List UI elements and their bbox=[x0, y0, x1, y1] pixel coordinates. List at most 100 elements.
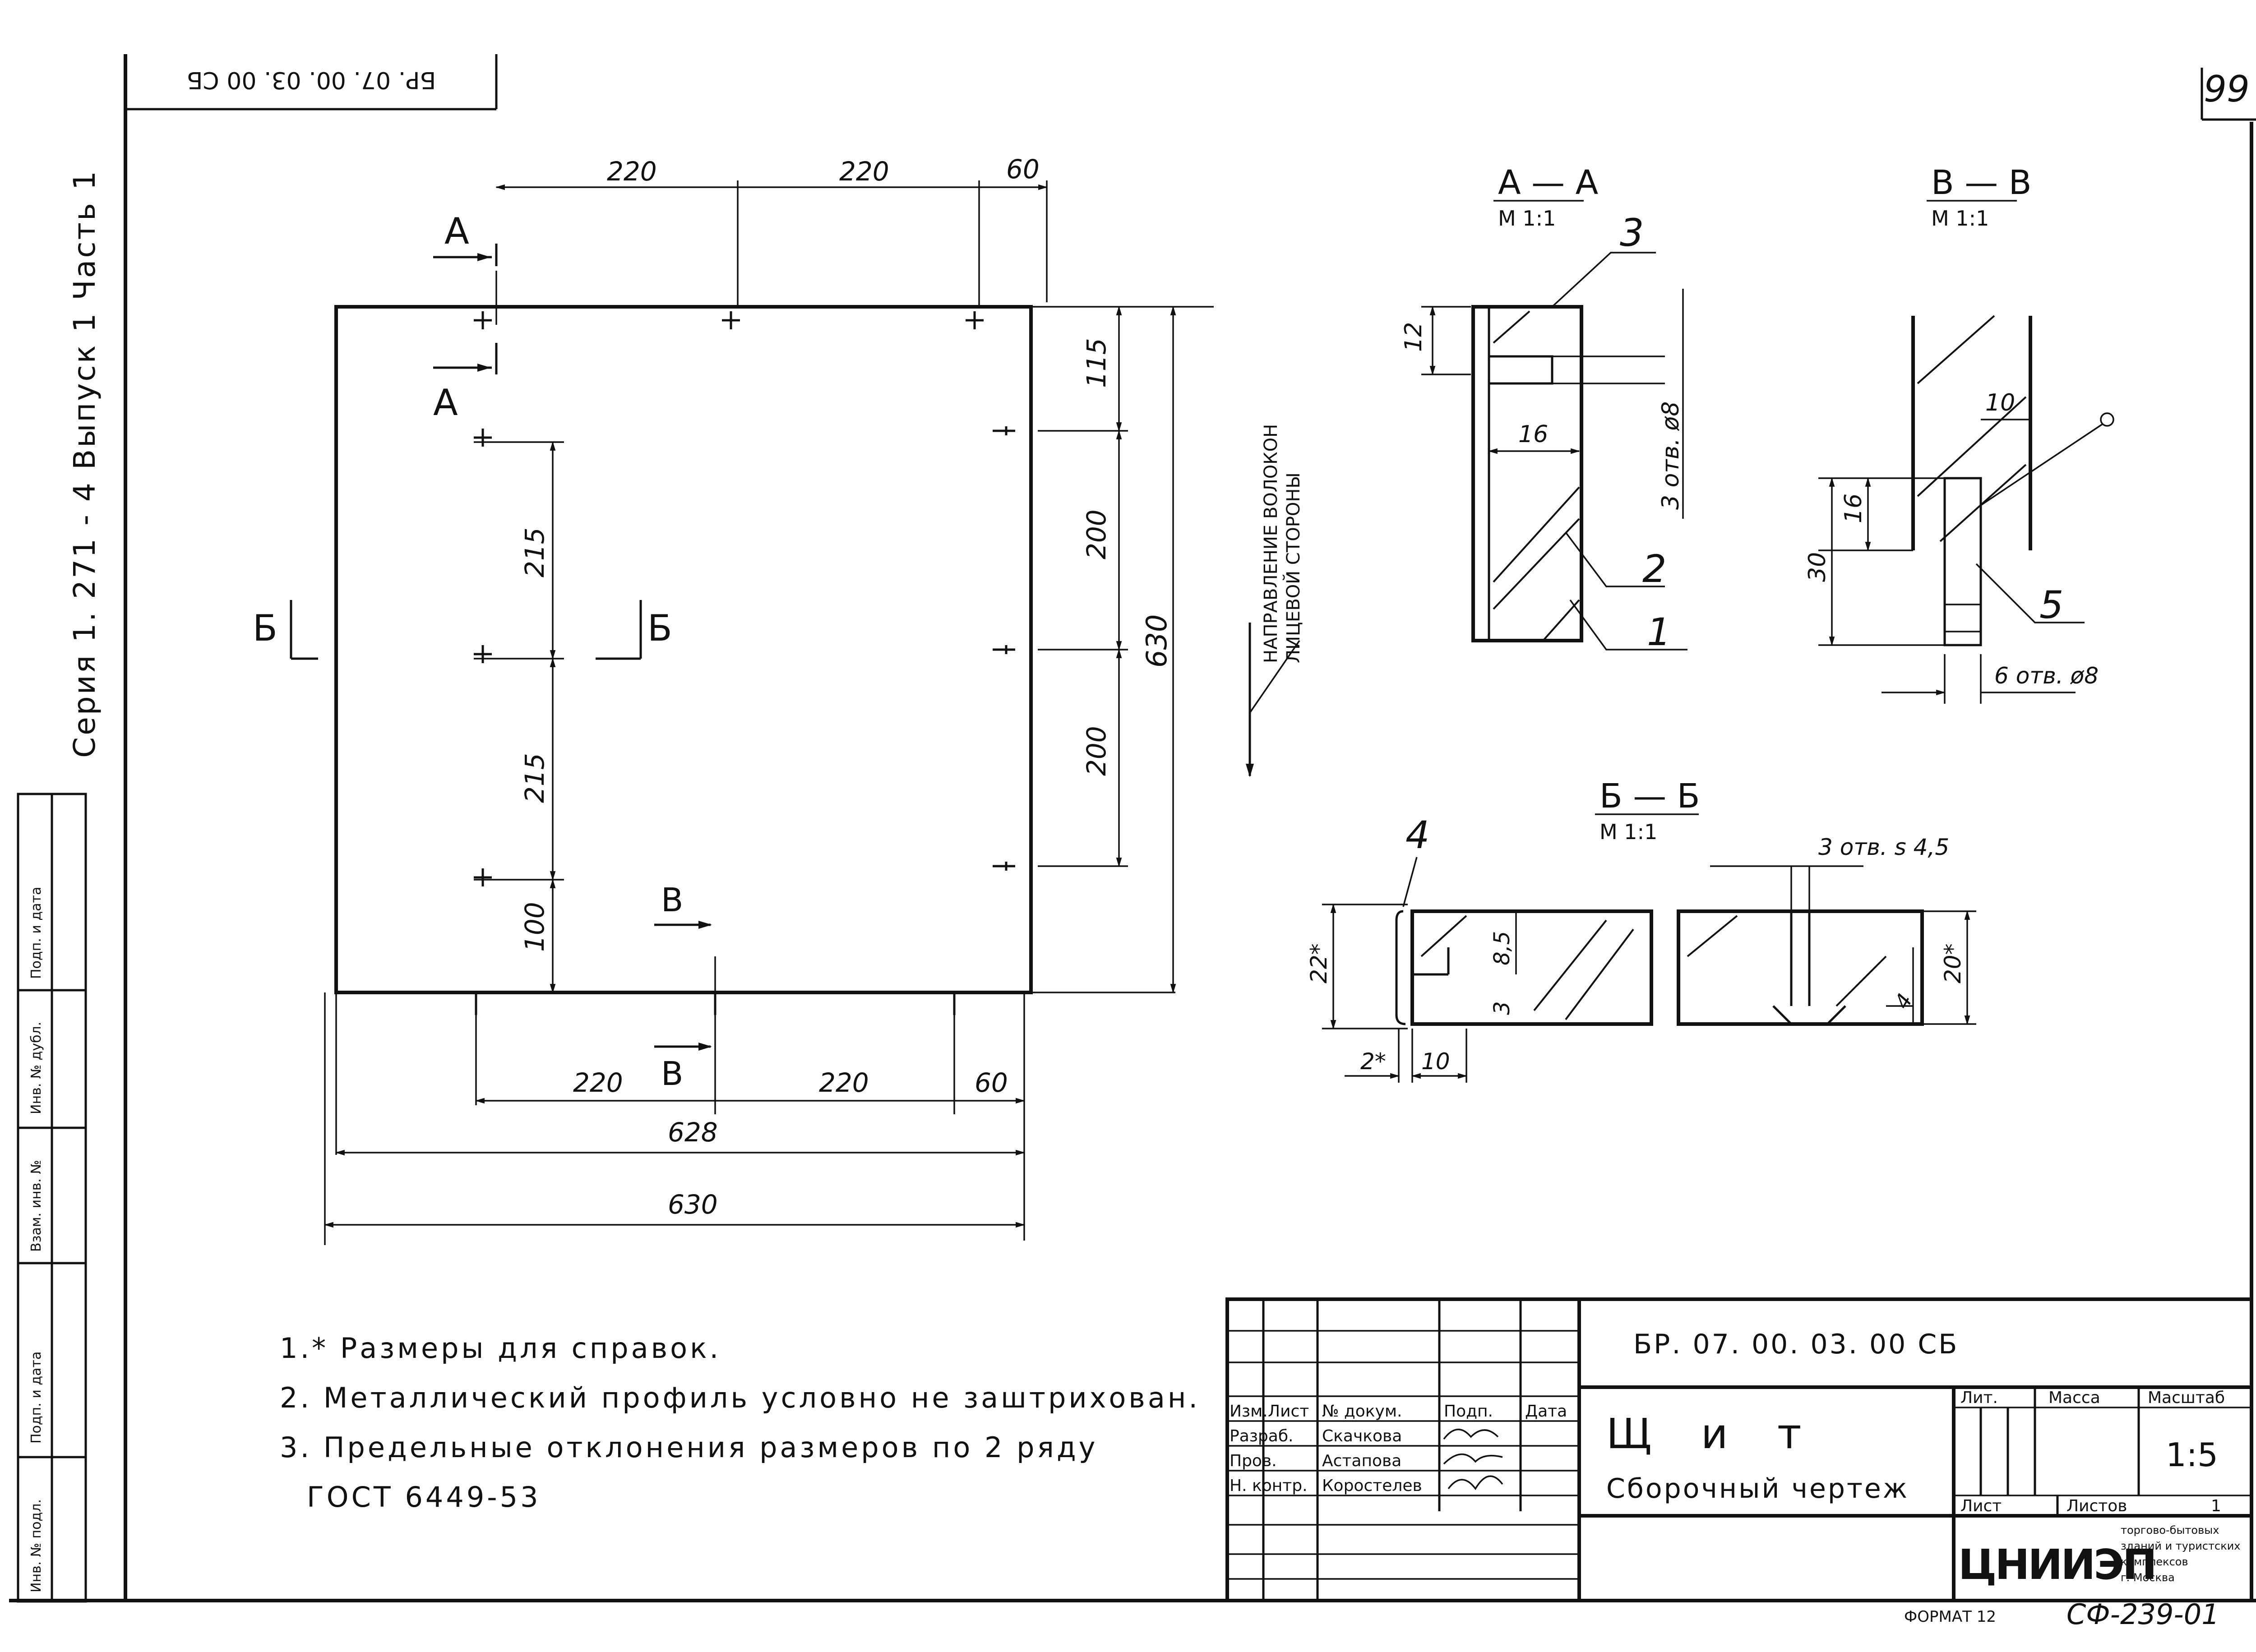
aa-dim-3: 3 отв. ø8 bbox=[1657, 401, 1684, 510]
bb-dim-2: 8,5 bbox=[1489, 931, 1515, 965]
signatures bbox=[1443, 1429, 1503, 1490]
grain-label-1: НАПРАВЛЕНИЕ ВОЛОКОН bbox=[1261, 424, 1281, 663]
bb-dim-1: 22* bbox=[1306, 943, 1332, 983]
tb-sheets-value: 1 bbox=[2211, 1497, 2221, 1515]
vv-dim-4: 6 отв. ø8 bbox=[1994, 663, 2099, 689]
tb-header-4: Подп. bbox=[1444, 1402, 1493, 1421]
vv-dim-2: 16 bbox=[1840, 494, 1867, 523]
section-aa-title: А — А bbox=[1498, 163, 1599, 202]
dim-bottom-3: 60 bbox=[975, 1067, 1008, 1098]
dim-left-3: 100 bbox=[519, 902, 550, 952]
tb-sheet-label: Лист bbox=[1960, 1497, 2002, 1515]
section-mark-a-top: А bbox=[444, 210, 469, 252]
dim-top-3: 60 bbox=[1006, 154, 1040, 185]
series-label: Серия 1. 271 - 4 Выпуск 1 Часть 1 bbox=[67, 169, 102, 758]
section-aa-scale: М 1:1 bbox=[1498, 206, 1556, 231]
section-mark-v-bottom: В bbox=[661, 1055, 683, 1093]
dim-right-2: 200 bbox=[1081, 509, 1112, 559]
dim-bottom-2: 220 bbox=[819, 1067, 869, 1098]
note-2: 2. Металлический профиль условно не зашт… bbox=[280, 1381, 1200, 1414]
bb-dim-5: 10 bbox=[1421, 1048, 1450, 1075]
title-block: Изм. Лист № докум. Подп. Дата Разраб. Ск… bbox=[1225, 1297, 2253, 1602]
tb-name-3: Коростелев bbox=[1322, 1477, 1422, 1495]
side-cell-1: Подп. и дата bbox=[28, 887, 44, 979]
dim-right-1: 115 bbox=[1081, 338, 1112, 388]
vv-dim-1: 10 bbox=[1985, 389, 2015, 416]
dim-bottom-5: 630 bbox=[668, 1189, 718, 1220]
tb-header-1: Изм. bbox=[1230, 1402, 1268, 1421]
tb-org-line-4: г. Москва bbox=[2121, 1571, 2175, 1584]
side-cell-5: Инв. № подл. bbox=[28, 1499, 44, 1592]
dim-top-2: 220 bbox=[839, 156, 889, 187]
bb-dim-4: 2* bbox=[1360, 1048, 1386, 1075]
shield-outline bbox=[334, 305, 1033, 994]
dim-bottom-1: 220 bbox=[573, 1067, 623, 1098]
bb-dim-7: 20* bbox=[1940, 943, 1966, 983]
tb-name-2: Астапова bbox=[1322, 1452, 1401, 1470]
tb-org-line-3: комплексов bbox=[2121, 1555, 2188, 1568]
note-3: 3. Предельные отклонения размеров по 2 р… bbox=[280, 1431, 1098, 1464]
side-stamp: Подп. и дата Инв. № дубл. Взам. инв. № П… bbox=[17, 793, 87, 1603]
tb-org-line-2: зданий и туристских bbox=[2121, 1540, 2241, 1552]
section-aa: А — А М 1:1 12 16 3 отв. ø8 3 2 1 bbox=[1400, 163, 1687, 654]
aa-callout-1: 1 bbox=[1647, 610, 1671, 654]
side-cell-2: Инв. № дубл. bbox=[28, 1022, 44, 1114]
tb-doc-type: Сборочный чертеж bbox=[1606, 1473, 1909, 1504]
tb-org-logo: ЦНИИЭП bbox=[1958, 1541, 2155, 1589]
tb-role-1: Разраб. bbox=[1230, 1427, 1293, 1445]
section-mark-a-bottom: А bbox=[433, 382, 458, 424]
section-vv-title: В — В bbox=[1931, 163, 2032, 202]
page-number: 99 bbox=[2204, 68, 2250, 110]
tb-org-line-1: торгово-бытовых bbox=[2121, 1524, 2219, 1537]
top-stamp: БР. 07. 00. 03. 00 СБ bbox=[187, 66, 436, 93]
bb-callout-4: 4 bbox=[1405, 813, 1429, 857]
aa-callout-2: 2 bbox=[1642, 547, 1666, 591]
bb-dim-3: 3 bbox=[1489, 1001, 1515, 1015]
dim-left-1: 215 bbox=[519, 527, 550, 577]
section-bb-title: Б — Б bbox=[1600, 777, 1700, 816]
section-mark-b-left: Б bbox=[253, 607, 277, 649]
dim-left-2: 215 bbox=[519, 753, 550, 803]
dim-top-1: 220 bbox=[607, 156, 657, 187]
tb-scale-value: 1:5 bbox=[2166, 1436, 2218, 1474]
tb-header-2: Лист bbox=[1268, 1402, 1309, 1421]
tb-scale-label: Масштаб bbox=[2148, 1389, 2225, 1407]
series-label-group: Серия 1. 271 - 4 Выпуск 1 Часть 1 bbox=[67, 169, 102, 758]
tb-item-name: Щ и т bbox=[1606, 1410, 1820, 1458]
dim-bottom-4: 628 bbox=[668, 1117, 718, 1148]
section-vv-scale: М 1:1 bbox=[1931, 206, 1989, 231]
main-view: 220 220 60 А А 115 200 200 630 215 215 1… bbox=[253, 154, 1304, 1245]
tb-mass-label: Масса bbox=[2048, 1389, 2100, 1407]
aa-callout-3: 3 bbox=[1620, 211, 1644, 255]
tb-header-3: № докум. bbox=[1322, 1402, 1402, 1421]
vv-callout-5: 5 bbox=[2039, 583, 2063, 627]
section-mark-b-right: Б bbox=[647, 607, 672, 649]
tb-role-3: Н. контр. bbox=[1230, 1477, 1308, 1495]
top-stamp-text: БР. 07. 00. 03. 00 СБ bbox=[187, 66, 436, 93]
section-vv: В — В М 1:1 30 16 10 6 отв. ø8 5 bbox=[1804, 163, 2114, 704]
grain-label-2: ЛИЦЕВОЙ СТОРОНЫ bbox=[1282, 472, 1304, 663]
dim-right-3: 200 bbox=[1081, 726, 1112, 776]
aa-dim-2: 16 bbox=[1518, 421, 1548, 448]
tb-header-5: Дата bbox=[1525, 1402, 1567, 1421]
tb-role-2: Пров. bbox=[1230, 1452, 1277, 1470]
tb-lit-label: Лит. bbox=[1960, 1389, 1998, 1407]
section-bb-scale: М 1:1 bbox=[1600, 820, 1657, 844]
aa-dim-1: 12 bbox=[1400, 322, 1427, 352]
vv-dim-3: 30 bbox=[1804, 552, 1831, 582]
side-cell-4: Подп. и дата bbox=[28, 1352, 44, 1444]
tb-sheets-label: Листов bbox=[2066, 1497, 2127, 1515]
notes: 1.* Размеры для справок. 2. Металлически… bbox=[280, 1332, 1200, 1514]
note-4: ГОСТ 6449-53 bbox=[307, 1481, 541, 1514]
side-cell-3: Взам. инв. № bbox=[28, 1160, 44, 1252]
tb-doc-code: БР. 07. 00. 03. 00 СБ bbox=[1633, 1329, 1959, 1360]
section-mark-v-top: В bbox=[661, 881, 683, 919]
hole-marks bbox=[474, 311, 1015, 1015]
tb-name-1: Скачкова bbox=[1322, 1427, 1402, 1445]
sheet-frame bbox=[9, 54, 2256, 1602]
note-1: 1.* Размеры для справок. bbox=[280, 1332, 721, 1365]
format-label: ФОРМАТ 12 bbox=[1904, 1608, 1996, 1626]
dim-right-4: 630 bbox=[1140, 614, 1173, 668]
bb-dim-6: 3 отв. s 4,5 bbox=[1818, 834, 1949, 860]
